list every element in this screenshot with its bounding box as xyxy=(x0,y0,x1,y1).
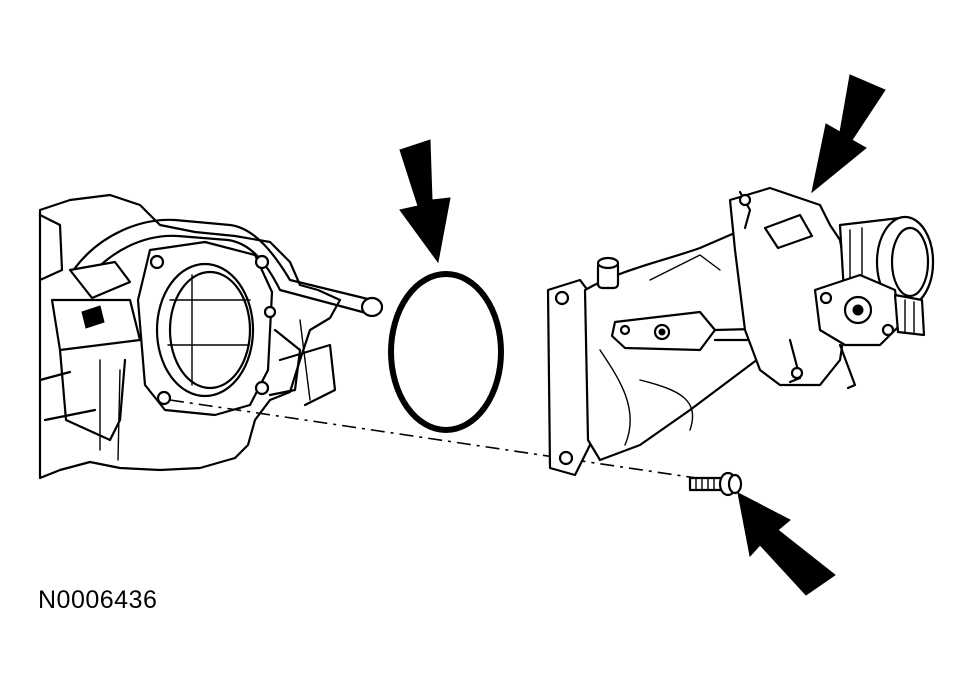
throttle-body-gasket xyxy=(388,271,504,433)
figure-id-label: N0006436 xyxy=(38,586,158,614)
intake-manifold xyxy=(38,193,384,480)
throttle-body-assembly xyxy=(546,186,935,477)
callout-arrow-gasket xyxy=(399,139,451,264)
callout-arrow-throttle-body xyxy=(811,74,886,194)
mounting-bolt xyxy=(688,471,743,497)
callout-arrow-bolt xyxy=(737,492,836,596)
alignment-line xyxy=(169,399,731,484)
